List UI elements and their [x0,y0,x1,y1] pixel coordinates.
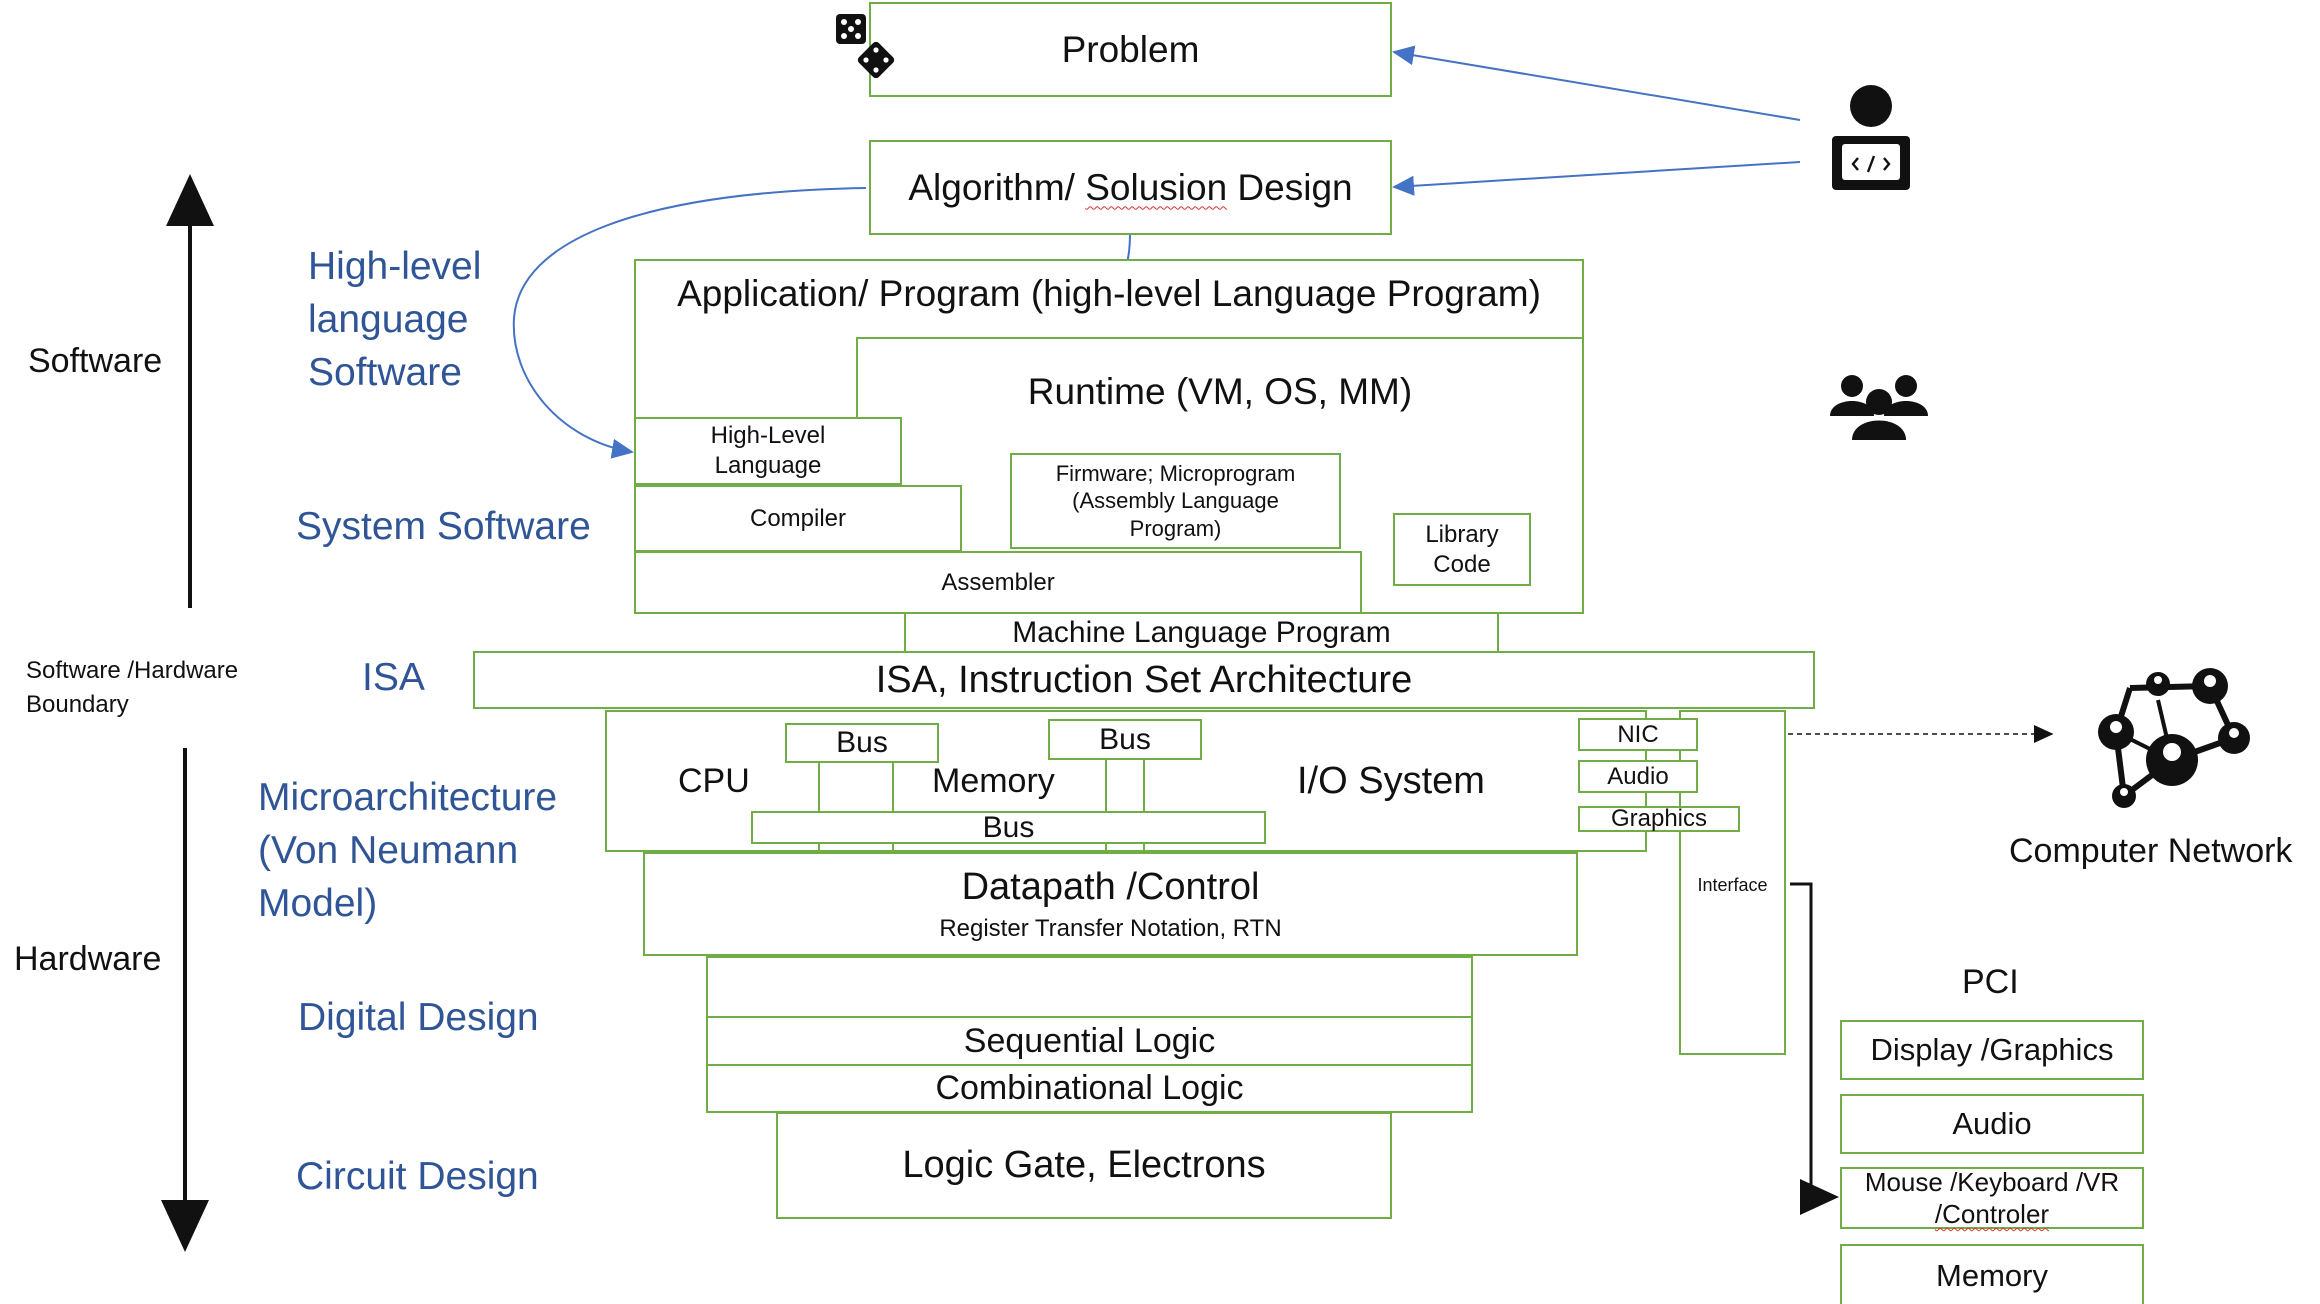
pci-memory-box: Memory [1840,1244,2144,1304]
hardware-axis-label: Hardware [14,940,162,978]
pci-display-box: Display /Graphics [1840,1020,2144,1080]
bus-box-top-right: Bus [1048,719,1202,760]
bus-box-top-left: Bus [785,723,939,763]
developer-laptop-icon [1832,85,1910,190]
pci-mouse-box: Mouse /Keyboard /VR /Controler [1840,1167,2144,1229]
boundary-axis-label: Software /Hardware Boundary [26,657,239,718]
developer-to-algorithm-arrow [1392,161,1801,196]
assembler-box: Assembler [634,551,1362,614]
algorithm-box: Algorithm/ Solusion Design [869,140,1392,235]
firmware-box: Firmware; Microprogram (Assembly Languag… [1010,453,1341,549]
pci-title: PCI [1962,963,2019,1001]
graphics-box: Graphics [1578,805,1740,832]
machine-language-label: Machine Language Program [1012,616,1391,649]
graphics-label: Graphics [1610,805,1708,832]
system-software-label: System Software [296,505,591,548]
compiler-box: Compiler [634,485,962,552]
pci-audio-label: Audio [1952,1106,2032,1141]
nic-box: NIC [1578,718,1698,751]
cpu-label: CPU [678,762,750,800]
library-code-label: Library Code [1425,520,1499,578]
high-level-language-box: High-Level Language [634,417,902,485]
software-axis-label: Software [28,342,163,380]
sequential-logic-label: Sequential Logic [963,1021,1216,1060]
combinational-logic-label: Combinational Logic [935,1069,1244,1107]
digital-design-label: Digital Design [298,996,539,1039]
interface-to-pci-arrow [1790,882,1839,1215]
pci-mouse-line1: Mouse /Keyboard /VR [1864,1166,2120,1197]
bus-label-top-left: Bus [836,726,888,759]
nic-label: NIC [1617,720,1659,748]
assembler-label: Assembler [941,568,1055,596]
datapath-title: Datapath /Control [961,865,1260,908]
pci-mouse-line2: /Controler [1934,1199,2050,1229]
isa-box-label: ISA, Instruction Set Architecture [875,658,1413,701]
firmware-label: Firmware; Microprogram (Assembly Languag… [1055,460,1296,541]
network-graph-icon [2098,668,2250,808]
sequential-logic-box: Sequential Logic [706,1016,1473,1066]
algorithm-suffix: Design [1227,166,1353,208]
audio-box: Audio [1578,760,1698,793]
bus-label-bottom: Bus [982,810,1035,844]
circuit-design-label: Circuit Design [296,1155,539,1198]
datapath-subtitle: Register Transfer Notation, RTN [939,914,1282,942]
logic-gate-label: Logic Gate, Electrons [902,1144,1266,1186]
developer-to-problem-arrow [1392,45,1801,121]
computer-network-label: Computer Network [2009,832,2293,870]
pci-audio-box: Audio [1840,1094,2144,1154]
algorithm-label: Algorithm/ Solusion Design [908,167,1352,209]
interface-label: Interface [1697,875,1768,895]
pci-memory-label: Memory [1936,1258,2048,1293]
problem-box: Problem [869,2,1392,97]
application-label: Application/ Program (high-level Languag… [677,273,1541,314]
audio-label: Audio [1607,762,1669,790]
datapath-box: Datapath /Control Register Transfer Nota… [643,852,1578,956]
logic-gate-box: Logic Gate, Electrons [776,1112,1392,1219]
library-code-box: Library Code [1393,513,1531,586]
high-level-software-label: High-level language Software [308,245,482,394]
user-group-icon [1830,375,1928,440]
microarchitecture-label: Microarchitecture (Von Neumann Model) [258,776,558,925]
memory-label: Memory [932,762,1055,800]
combinational-logic-box: Combinational Logic [706,1064,1473,1113]
compiler-label: Compiler [749,504,847,532]
bus-label-top-right: Bus [1099,722,1151,756]
pci-display-label: Display /Graphics [1870,1032,2114,1067]
digital-design-box [706,956,1473,1018]
bus-box-bottom: Bus [751,811,1266,844]
isa-level-label: ISA [362,656,425,699]
runtime-label: Runtime (VM, OS, MM) [1027,371,1413,412]
high-level-language-label: High-Level Language [710,422,826,479]
machine-language-box: Machine Language Program [904,612,1499,652]
io-system-label: I/O System [1297,760,1485,802]
algorithm-prefix: Algorithm/ [908,166,1086,208]
isa-box: ISA, Instruction Set Architecture [473,651,1815,709]
problem-label: Problem [1061,28,1200,70]
algorithm-misspelled-word: Solusion [1085,166,1228,208]
